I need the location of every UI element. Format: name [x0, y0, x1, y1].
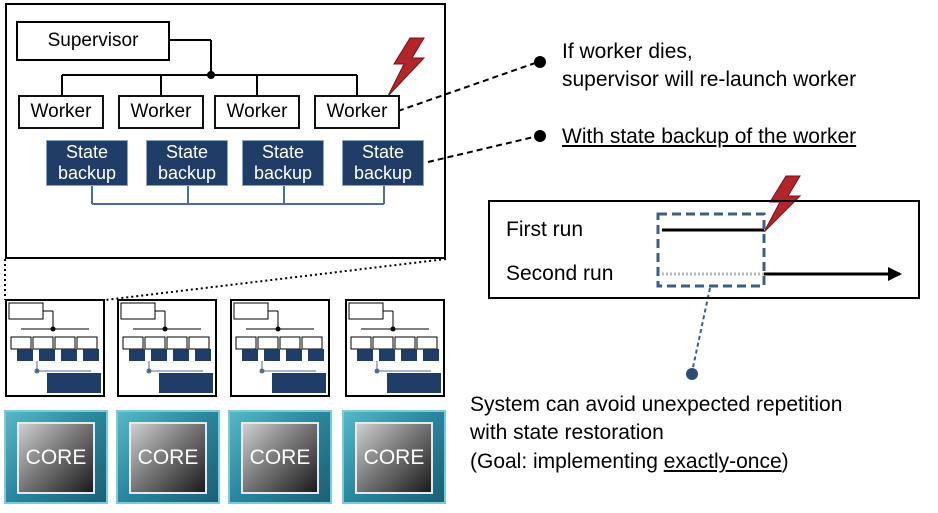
worker-label: Worker: [226, 101, 288, 122]
lightning-icon: [387, 37, 426, 97]
core-chip: CORE: [4, 410, 108, 504]
conclusion-prefix: (Goal: implementing: [470, 450, 664, 473]
worker-label: Worker: [326, 101, 388, 122]
exactly-once-text: exactly-once: [663, 450, 782, 473]
state-backup-box: State backup: [342, 140, 424, 186]
core-label: CORE: [17, 422, 95, 494]
conclusion-suffix: ): [781, 450, 789, 473]
supervisor-label: Supervisor: [47, 30, 139, 51]
state-backup-line1: State: [261, 142, 305, 162]
second-run-label: Second run: [506, 262, 614, 285]
core-label: CORE: [129, 422, 207, 494]
worker-box: Worker: [18, 95, 104, 129]
state-backup-line1: State: [65, 142, 109, 162]
first-run-label: First run: [506, 218, 584, 241]
worker-label: Worker: [30, 101, 92, 122]
core-chip: CORE: [228, 410, 332, 504]
node-thumbnail: [5, 299, 105, 397]
conclusion-line1: System can avoid unexpected repetition: [470, 393, 843, 416]
note-state-backup: With state backup of the worker: [562, 125, 857, 148]
state-backup-line2: backup: [57, 163, 117, 183]
conclusion-line3: (Goal: implementing exactly-once): [470, 450, 789, 474]
state-backup-line2: backup: [157, 163, 217, 183]
node-thumbnail: [117, 299, 217, 397]
conclusion-line2: with state restoration: [470, 421, 664, 444]
lightning-icon: [763, 175, 802, 233]
state-backup-line2: backup: [253, 163, 313, 183]
worker-box: Worker: [118, 95, 204, 129]
runs-panel: [488, 200, 920, 299]
supervisor-box: Supervisor: [16, 21, 170, 61]
state-backup-line1: State: [165, 142, 209, 162]
core-chip: CORE: [116, 410, 220, 504]
state-backup-box: State backup: [46, 140, 128, 186]
state-backup-box: State backup: [146, 140, 228, 186]
node-thumbnail: [345, 299, 445, 397]
worker-box: Worker: [214, 95, 300, 129]
note-worker-dies-line2: supervisor will re-launch worker: [562, 68, 857, 91]
worker-box: Worker: [314, 95, 400, 129]
core-label: CORE: [355, 422, 433, 494]
state-backup-box: State backup: [242, 140, 324, 186]
state-backup-line2: backup: [353, 163, 413, 183]
node-thumbnail: [230, 299, 330, 397]
core-label: CORE: [241, 422, 319, 494]
note-worker-dies-line1: If worker dies,: [562, 40, 693, 63]
state-backup-line1: State: [361, 142, 405, 162]
core-chip: CORE: [342, 410, 446, 504]
worker-label: Worker: [130, 101, 192, 122]
